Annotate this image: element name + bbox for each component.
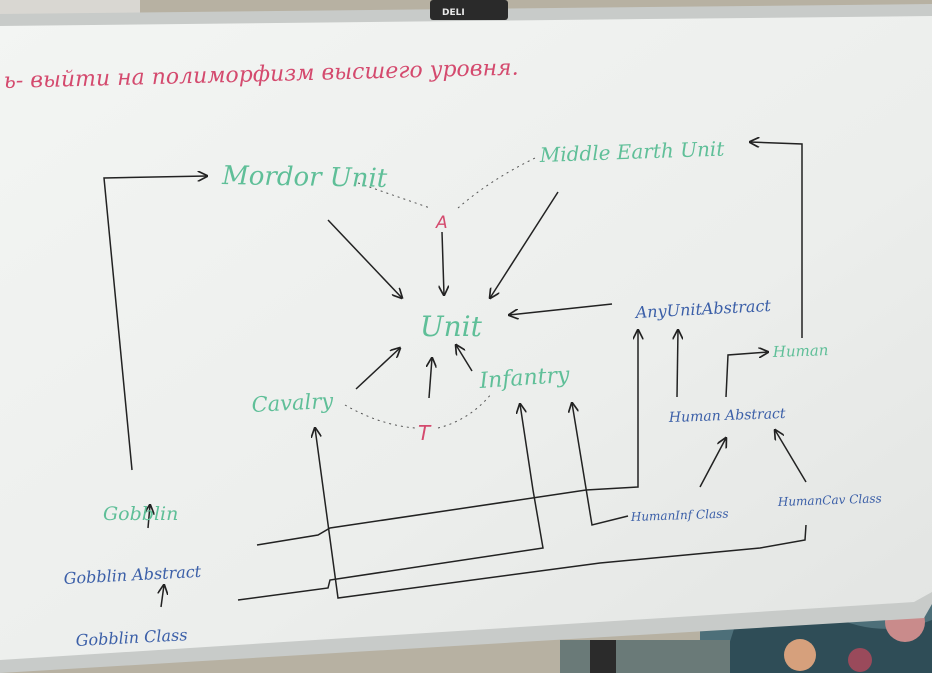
node-human-cav-class: HumanCav Class — [777, 491, 882, 509]
node-human-abstract: Human Abstract — [668, 406, 787, 426]
whiteboard-surface — [0, 16, 932, 660]
node-human: Human — [772, 341, 829, 361]
marker-a: A — [435, 213, 448, 233]
easel-leg — [590, 640, 616, 673]
node-mordor-unit: Mordor Unit — [221, 161, 388, 194]
marker-t: T — [418, 421, 432, 445]
node-cavalry: Cavalry — [251, 389, 335, 417]
dotted-lines — [344, 157, 536, 429]
node-unit: Unit — [420, 310, 483, 343]
arrows — [103, 142, 807, 608]
node-gobblin: Gobblin — [103, 503, 178, 525]
node-human-inf-class: HumanInf Class — [630, 507, 729, 524]
board-clip — [430, 0, 508, 20]
marker-brand-label: DELI — [442, 8, 465, 18]
